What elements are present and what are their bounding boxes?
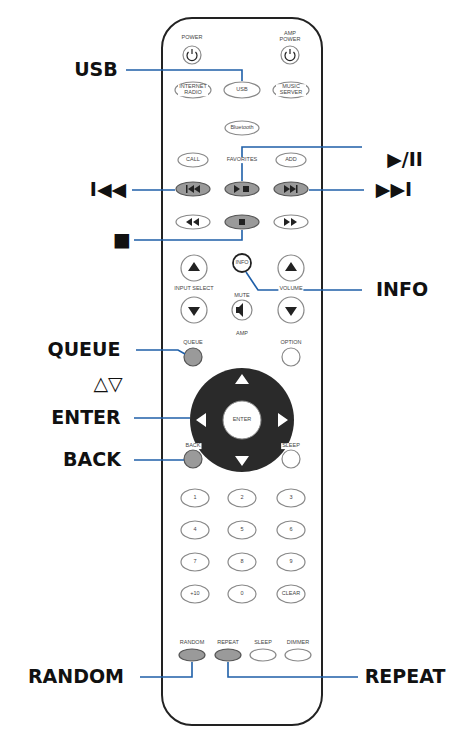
button-label: MUTE — [233, 293, 251, 299]
leader-lines — [126, 70, 364, 677]
button-label: AMP — [235, 331, 249, 337]
dpad — [190, 368, 294, 472]
button-label: 7 — [192, 559, 197, 565]
button-label: REPEAT — [216, 640, 240, 646]
button-label: 2 — [239, 495, 244, 501]
callout-label: I◀◀ — [90, 180, 126, 200]
button-label: RANDOM — [179, 640, 205, 646]
callout-label: RANDOM — [28, 667, 124, 687]
callout-label: USB — [74, 60, 118, 80]
callout-label: BACK — [63, 450, 121, 470]
callout-label: REPEAT — [365, 667, 446, 687]
remote-body — [162, 18, 322, 725]
button-label: 0 — [239, 591, 244, 597]
button-label: POWER — [181, 35, 204, 41]
button-label: 5 — [239, 527, 244, 533]
button-label: Bluetooth — [229, 125, 254, 131]
button-label: QUEUE — [182, 340, 204, 346]
callout-label: ▶/II — [387, 150, 423, 170]
button-label: ENTER — [232, 417, 253, 423]
callout-label: △▽ — [93, 374, 122, 394]
button-label: ADD — [284, 157, 298, 163]
button-label: INTERNET RADIO — [178, 84, 208, 96]
callout-label: INFO — [376, 280, 428, 300]
buttons — [175, 46, 311, 661]
button-label: 4 — [192, 527, 197, 533]
button-label: OPTION — [279, 340, 302, 346]
button-label: 6 — [288, 527, 293, 533]
callout-label: ■ — [113, 230, 131, 250]
highlighted-buttons — [176, 182, 308, 661]
button-label: SLEEP — [281, 443, 301, 449]
button-label: 3 — [288, 495, 293, 501]
info-button — [233, 254, 251, 272]
button-label: CALL — [185, 157, 201, 163]
button-label: 9 — [288, 559, 293, 565]
button-label: INPUT SELECT — [173, 286, 214, 292]
button-label: CLEAR — [281, 591, 301, 597]
power-symbols — [187, 49, 295, 61]
button-label: INFO — [234, 260, 249, 266]
button-label: 1 — [192, 495, 197, 501]
callout-label: ENTER — [51, 408, 120, 428]
button-label: DIMMER — [286, 640, 310, 646]
button-symbols — [186, 185, 298, 317]
button-label: +10 — [189, 591, 200, 597]
button-label: VOLUME — [278, 286, 303, 292]
button-label: MUSIC SERVER — [276, 84, 306, 96]
callout-label: ▶▶I — [376, 180, 412, 200]
button-label: FAVORITES — [226, 157, 258, 163]
button-label: SLEEP — [253, 640, 273, 646]
button-label: USB — [235, 87, 248, 93]
callout-label: QUEUE — [48, 340, 121, 360]
button-label: 8 — [239, 559, 244, 565]
button-label: AMP POWER — [278, 31, 302, 43]
button-label: BACK — [185, 443, 202, 449]
